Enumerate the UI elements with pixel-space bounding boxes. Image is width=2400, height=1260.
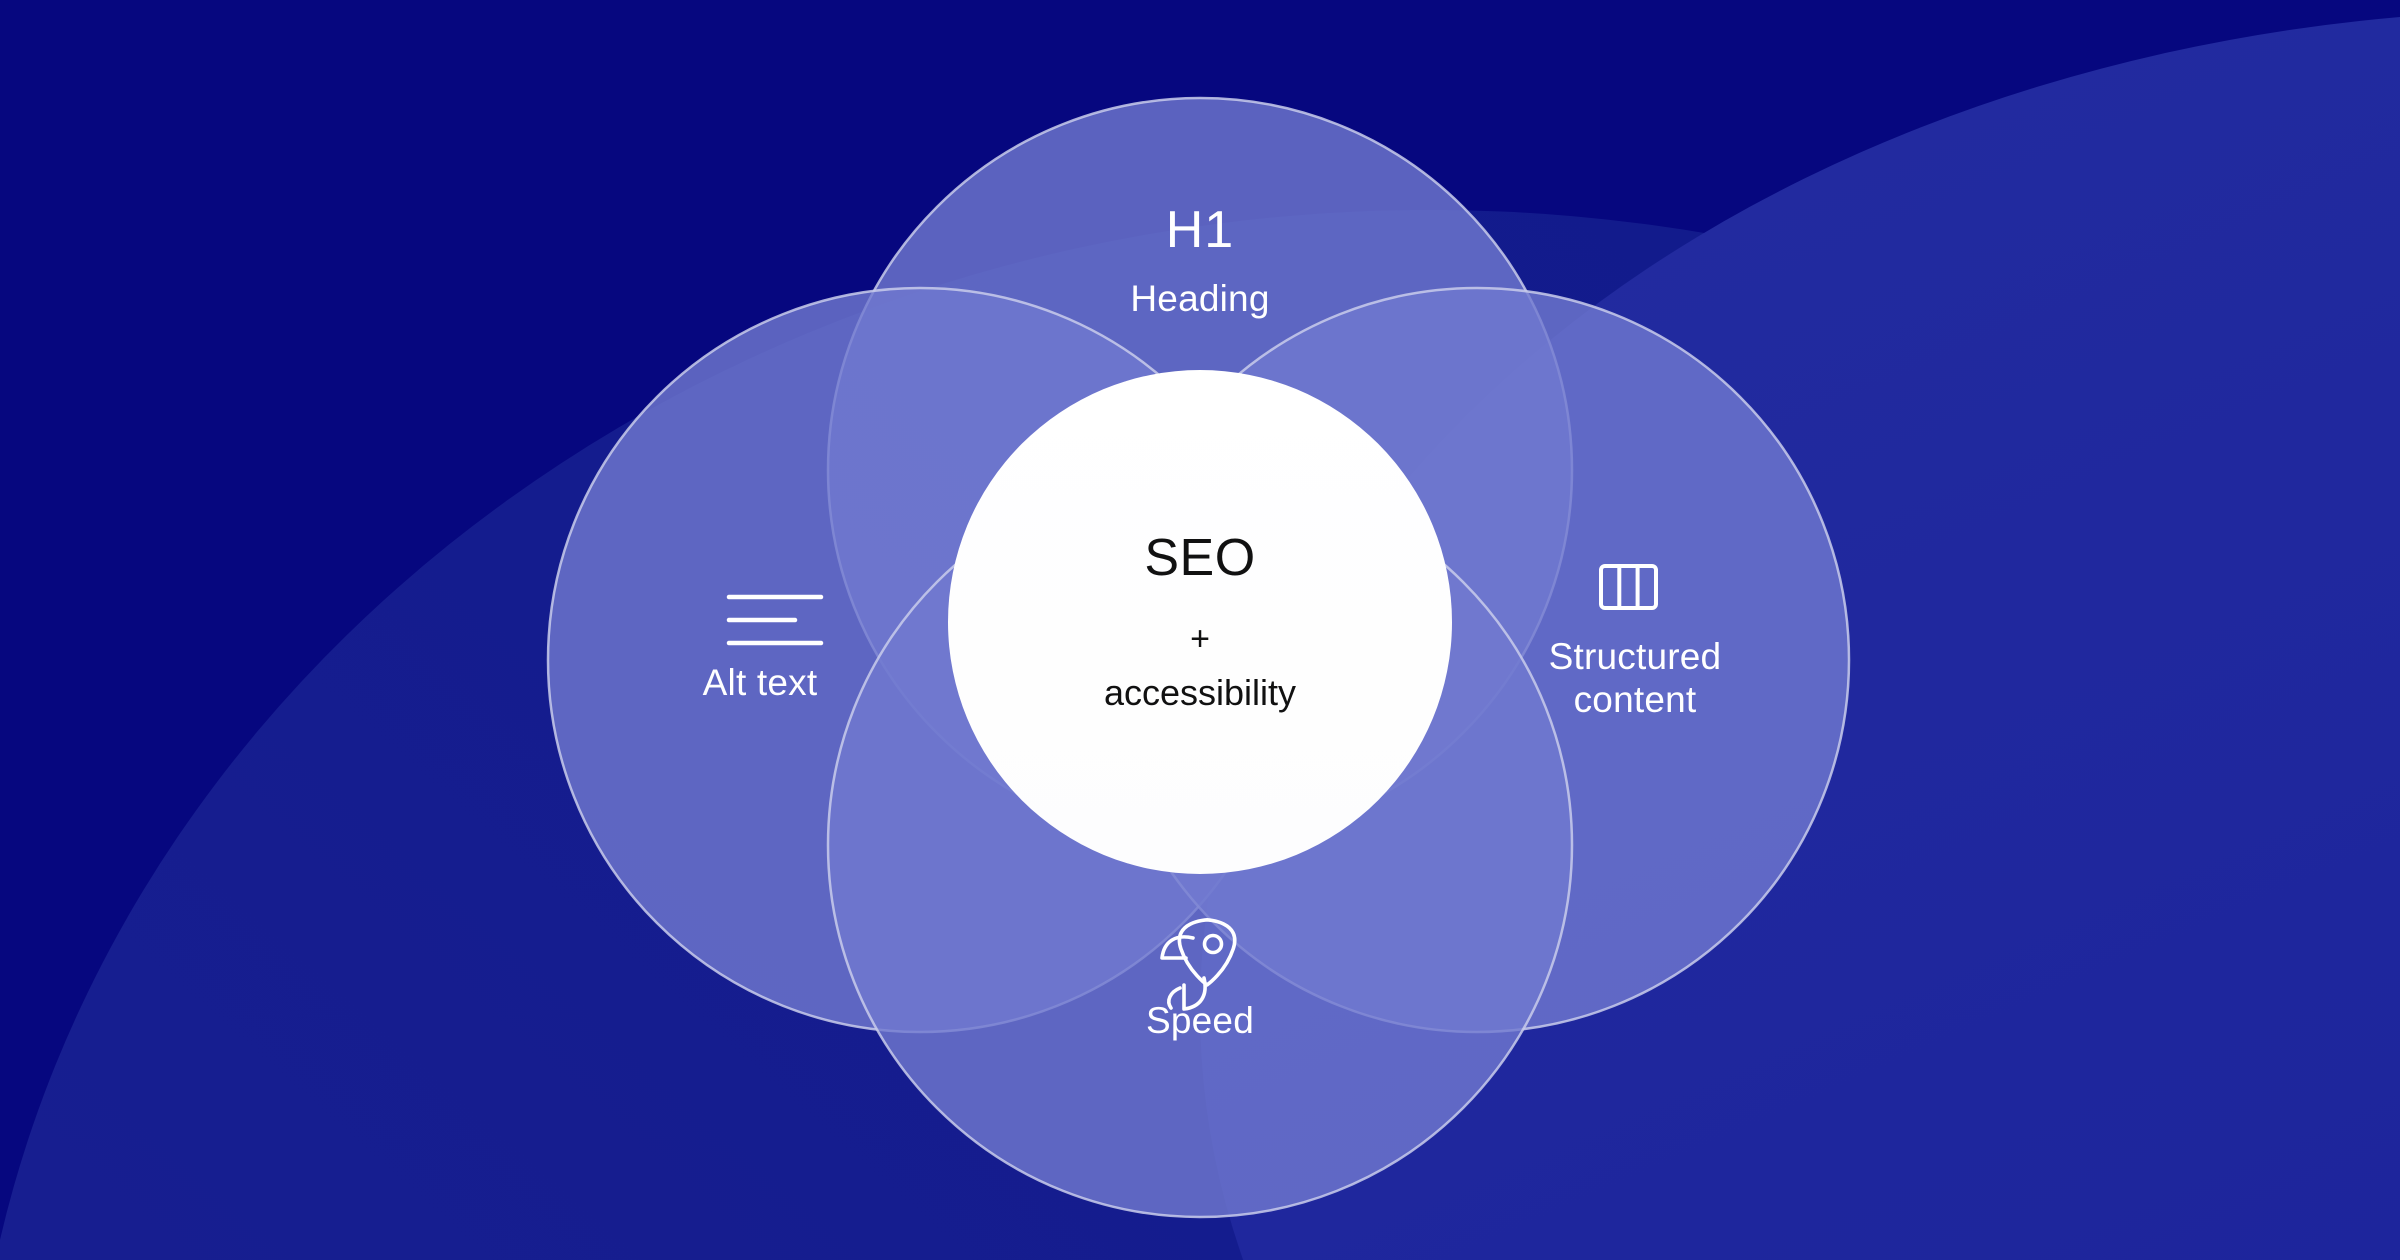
center-circle: [948, 370, 1452, 874]
columns-icon: [1599, 564, 1658, 610]
text-lines-icon: [726, 594, 824, 646]
h1-icon: H1: [1120, 196, 1280, 264]
h1-icon-glyph: H1: [1165, 201, 1235, 259]
rocket-icon: [1160, 918, 1237, 1011]
